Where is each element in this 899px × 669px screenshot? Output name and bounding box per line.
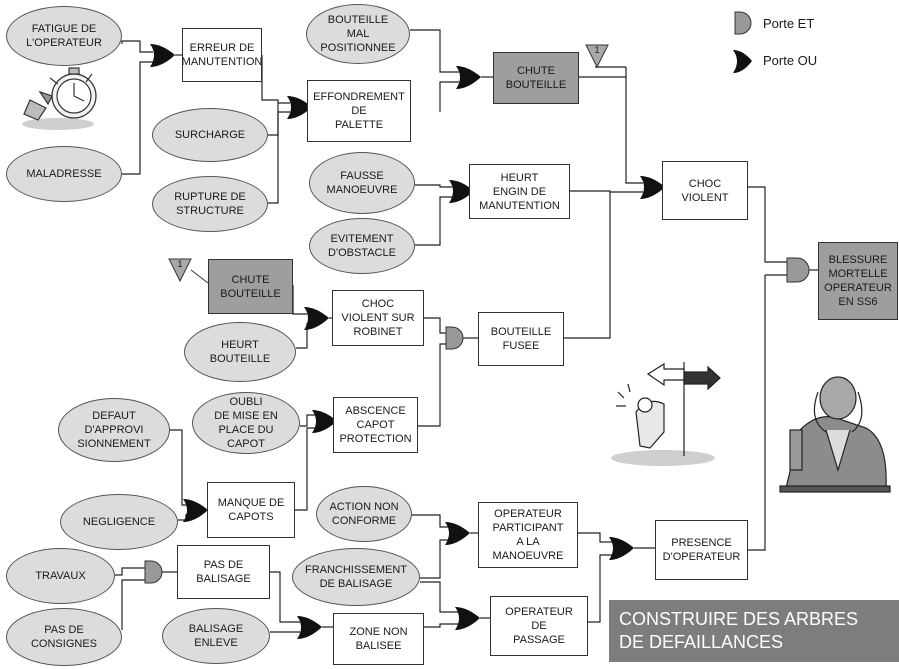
transfer-label-mid: 1 (177, 259, 183, 269)
event-pas-de-balisage: PAS DE BALISAGE (177, 545, 270, 599)
event-evitement-obstacle: EVITEMENT D'OBSTACLE (309, 218, 415, 274)
or-gate-heurt-engin (449, 180, 474, 203)
event-effondrement-palette: EFFONDREMENT DE PALETTE (307, 80, 411, 142)
or-gate-absence (312, 410, 337, 433)
event-operateur-passage: OPERATEUR DE PASSAGE (490, 596, 588, 656)
event-chute-bouteille-mid: CHUTE BOUTEILLE (208, 259, 293, 314)
event-absence-capot-protection: ABSCENCE CAPOT PROTECTION (333, 397, 418, 453)
event-presence-operateur: PRESENCE D'OPERATEUR (655, 520, 748, 580)
stressed-man-clipart (779, 376, 891, 493)
or-gate-effondrement (287, 96, 312, 119)
event-manque-capots: MANQUE DE CAPOTS (207, 482, 295, 538)
transfer-triangle-mid (168, 258, 192, 283)
event-surcharge: SURCHARGE (152, 108, 268, 162)
or-gate-passage (455, 607, 480, 630)
and-gates (144, 11, 810, 584)
or-gate-presence (609, 537, 634, 560)
event-blessure-mortelle: BLESSURE MORTELLE OPERATEUR EN SS6 (818, 242, 898, 320)
event-heurt-bouteille: HEURT BOUTEILLE (184, 322, 296, 382)
signpost-clipart (611, 362, 721, 466)
event-operateur-participant: OPERATEUR PARTICIPANT A LA MANOEUVRE (478, 502, 578, 568)
event-bouteille-mal-positionnee: BOUTEILLE MAL POSITIONNEE (306, 4, 410, 64)
event-travaux: TRAVAUX (6, 548, 115, 604)
event-fatigue-operateur: FATIGUE DE L'OPERATEUR (6, 6, 122, 66)
event-franchissement-balisage: FRANCHISSEMENT DE BALISAGE (292, 548, 420, 606)
event-oubli-capot: OUBLI DE MISE EN PLACE DU CAPOT (192, 392, 300, 454)
event-rupture-structure: RUPTURE DE STRUCTURE (152, 176, 268, 232)
legend-and-label: Porte ET (763, 16, 815, 31)
or-gate-erreur (150, 44, 175, 67)
event-heurt-engin-manutention: HEURT ENGIN DE MANUTENTION (469, 164, 570, 219)
or-gate-chute-top (456, 66, 481, 89)
and-gate-pas-balisage (144, 560, 163, 584)
event-negligence: NEGLIGENCE (60, 494, 178, 550)
event-choc-violent: CHOC VIOLENT (662, 161, 748, 220)
legend-or-gate (733, 50, 752, 73)
or-gate-zone (297, 616, 322, 639)
event-pas-de-consignes: PAS DE CONSIGNES (6, 608, 122, 666)
event-action-non-conforme: ACTION NON CONFORME (316, 486, 412, 542)
and-gate-blessure (786, 257, 810, 283)
legend-and-gate (734, 11, 752, 35)
or-gate-participant (445, 522, 470, 545)
transfer-label-top: 1 (594, 45, 600, 55)
event-balisage-enleve: BALISAGE ENLEVE (162, 608, 270, 664)
event-choc-violent-robinet: CHOC VIOLENT SUR ROBINET (332, 290, 424, 346)
event-defaut-approvisionnement: DEFAUT D'APPROVI SIONNEMENT (58, 398, 170, 462)
or-gate-choc-robinet (304, 307, 329, 330)
legend-or-label: Porte OU (763, 53, 818, 68)
or-gates (150, 44, 752, 639)
event-chute-bouteille-top: CHUTE BOUTEILLE (493, 52, 579, 104)
and-gate-bouteille-fusee (445, 326, 464, 350)
event-fausse-manoeuvre: FAUSSE MANOEUVRE (309, 152, 415, 214)
or-gate-choc-violent (640, 176, 665, 199)
event-erreur-manutention: ERREUR DE MANUTENTION (182, 28, 262, 82)
event-zone-non-balisee: ZONE NON BALISEE (333, 613, 424, 665)
transfer-triangle-top (585, 44, 609, 69)
stopwatch-clipart (22, 67, 97, 130)
event-maladresse: MALADRESSE (6, 146, 122, 202)
or-gate-manque (183, 499, 208, 522)
event-bouteille-fusee: BOUTEILLE FUSEE (478, 312, 564, 366)
diagram-title: CONSTRUIRE DES ARBRES DE DEFAILLANCES (609, 600, 899, 662)
